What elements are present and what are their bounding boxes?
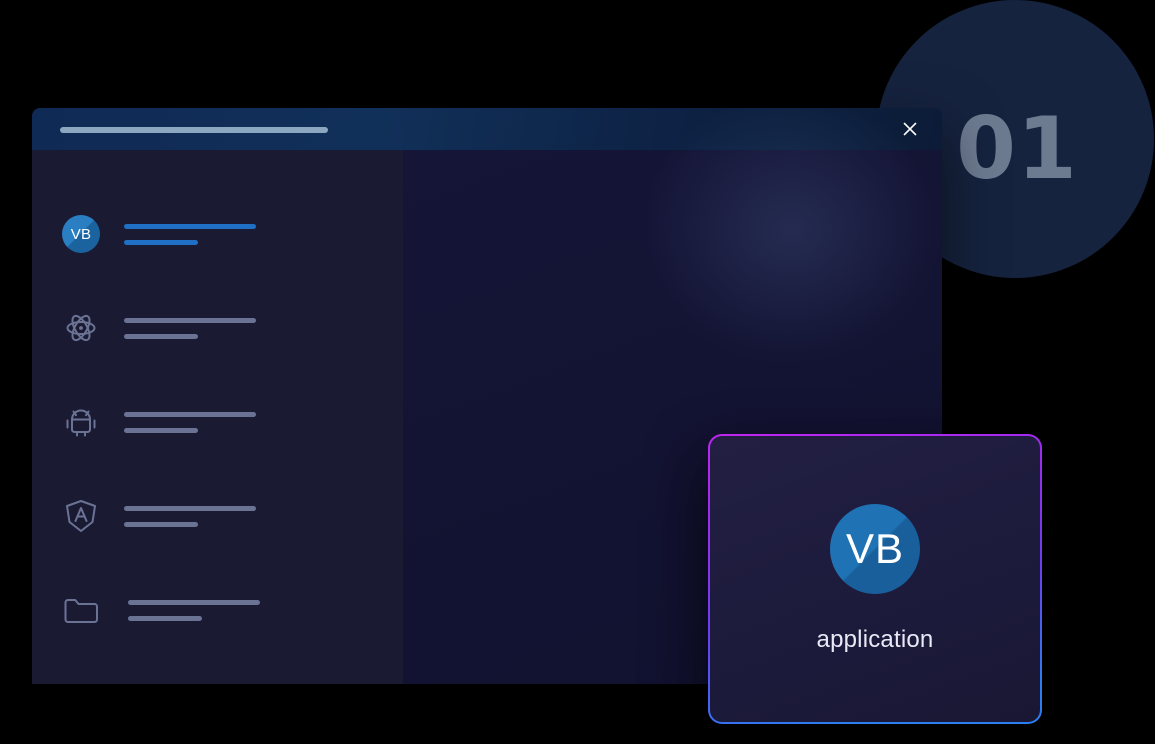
- folder-icon: [56, 586, 106, 634]
- window-title-placeholder: [60, 127, 328, 133]
- sidebar-item-line-secondary: [124, 521, 198, 527]
- application-avatar: VB: [830, 504, 920, 594]
- sidebar-item-line-primary: [124, 411, 256, 417]
- application-card-label: application: [816, 626, 934, 653]
- sidebar-item-line-primary: [124, 505, 256, 511]
- sidebar-item-text-placeholder: [128, 599, 260, 621]
- application-card[interactable]: VB application: [708, 434, 1042, 724]
- react-atom-icon: [56, 304, 106, 352]
- close-icon: [903, 122, 917, 136]
- vb-avatar-icon: VB: [56, 210, 106, 258]
- sidebar-item-react-app[interactable]: [32, 304, 403, 352]
- sidebar-item-line-primary: [124, 223, 256, 229]
- content-glow: [582, 108, 942, 420]
- sidebar-item-text-placeholder: [124, 223, 256, 245]
- sidebar-item-android-app[interactable]: [32, 398, 403, 446]
- android-robot-icon: [56, 398, 106, 446]
- sidebar: VB: [32, 150, 403, 684]
- sidebar-item-line-secondary: [124, 333, 198, 339]
- sidebar-avatar-label: VB: [62, 215, 100, 253]
- sidebar-item-text-placeholder: [124, 411, 256, 433]
- sidebar-item-line-secondary: [124, 427, 198, 433]
- sidebar-item-line-secondary: [124, 239, 198, 245]
- close-button[interactable]: [900, 119, 920, 139]
- sidebar-item-vb-app[interactable]: VB: [32, 210, 403, 258]
- sidebar-item-angular-app[interactable]: [32, 492, 403, 540]
- sidebar-item-line-primary: [128, 599, 260, 605]
- sidebar-item-line-primary: [124, 317, 256, 323]
- sidebar-item-line-secondary: [128, 615, 202, 621]
- sidebar-item-folder[interactable]: [32, 586, 403, 634]
- step-number: 01: [956, 99, 1078, 199]
- window-titlebar: [32, 108, 942, 150]
- angular-shield-icon: [56, 492, 106, 540]
- sidebar-item-text-placeholder: [124, 317, 256, 339]
- application-card-inner: VB application: [710, 436, 1040, 722]
- sidebar-item-text-placeholder: [124, 505, 256, 527]
